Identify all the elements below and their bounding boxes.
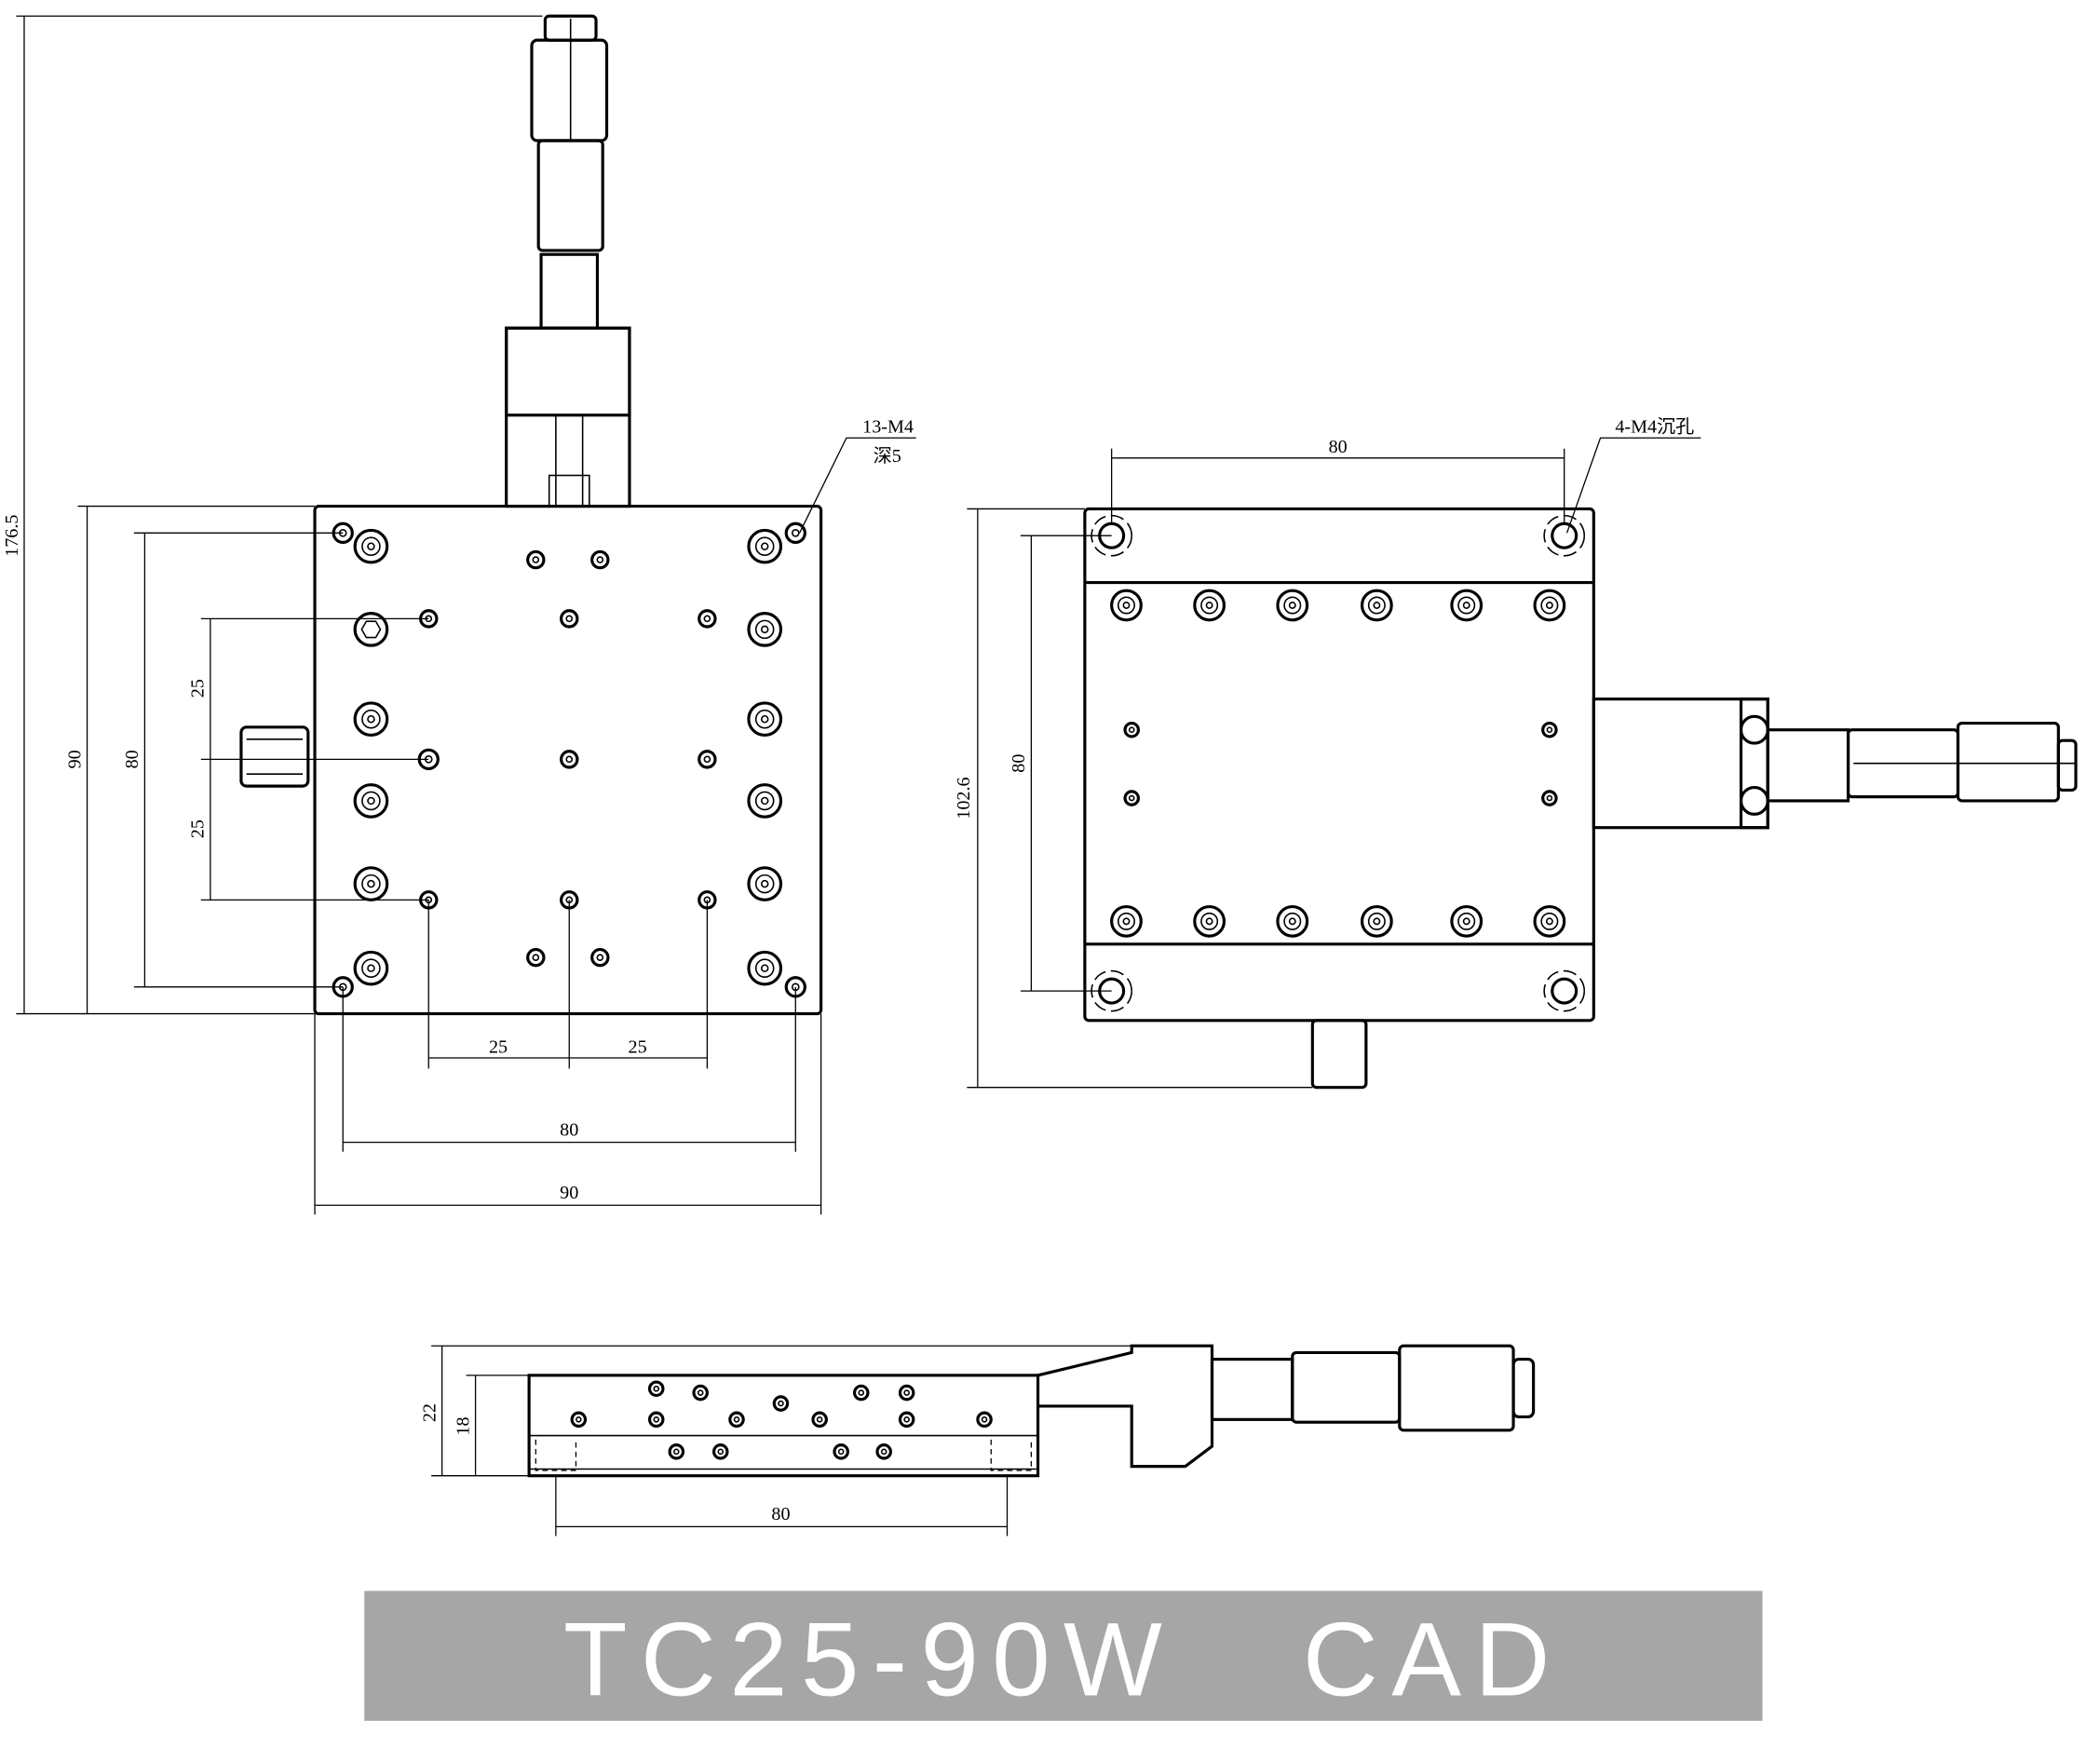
m4-tapped-hole [668, 1443, 685, 1460]
mounting-hole [1276, 904, 1309, 938]
stage-plate [313, 504, 823, 1016]
front-view: 22 18 80 [419, 1344, 1536, 1537]
mounting-hole [1450, 589, 1484, 622]
dim-80-vertical: 80 [122, 750, 142, 768]
m4-tapped-hole [698, 750, 717, 769]
m4-tapped-hole [692, 1384, 709, 1402]
m4-tapped-hole [526, 549, 546, 570]
side-view: 80 102.6 80 4-M4沉孔 [954, 415, 2078, 1090]
title-bar [364, 1591, 1763, 1721]
dim-22: 22 [419, 1403, 440, 1422]
m4-hole [417, 748, 440, 771]
mounting-hole [353, 866, 389, 901]
title-text: TC25-90W CAD [563, 1601, 1564, 1718]
m4-tapped-hole [590, 549, 610, 570]
dim-102-6: 102.6 [954, 777, 974, 819]
dim-25-left: 25 [489, 1036, 508, 1057]
mounting-hole [747, 866, 783, 901]
m4-tapped-hole [1123, 790, 1140, 806]
m4-tapped-hole [772, 1395, 790, 1412]
mounting-hole [353, 701, 389, 738]
mounting-hole [747, 612, 783, 647]
m4-tapped-hole [698, 609, 717, 629]
m4-hole [332, 976, 354, 998]
counterbore-hole [1091, 969, 1133, 1012]
m4-tapped-hole [1541, 790, 1558, 806]
m4-tapped-hole [811, 1411, 828, 1429]
mounting-hole [1360, 589, 1393, 622]
dim-80-vertical-side: 80 [1009, 754, 1029, 773]
m4-tapped-hole [590, 947, 610, 968]
side-knob [239, 725, 310, 788]
mounting-hole [747, 950, 783, 986]
micrometer-top [505, 14, 631, 508]
hole-note: 13-M4 [862, 416, 914, 437]
mounting-hole [1450, 904, 1484, 938]
m4-hole [784, 522, 806, 544]
m4-tapped-hole [419, 890, 439, 910]
bottom-knob [1310, 1019, 1368, 1090]
counterbore-hole [1091, 514, 1133, 557]
micrometer-side [1592, 698, 2078, 830]
mounting-hole [353, 950, 389, 986]
hex-socket-hole [353, 612, 389, 647]
dim-80-horizontal: 80 [560, 1119, 578, 1140]
depth-note: 深5 [874, 445, 901, 467]
dim-90-horizontal: 90 [560, 1183, 578, 1203]
m4-tapped-hole [852, 1384, 870, 1402]
mounting-hole [353, 783, 389, 819]
mounting-hole [1193, 904, 1226, 938]
dim-80-top: 80 [1329, 437, 1348, 457]
m4-tapped-hole [647, 1380, 665, 1398]
front-body [527, 1374, 1040, 1478]
m4-tapped-hole [560, 890, 579, 910]
dim-18: 18 [453, 1416, 473, 1435]
counterbore-hole [1543, 969, 1586, 1012]
mounting-hole [1533, 589, 1566, 622]
counterbore-note: 4-M4沉孔 [1615, 415, 1694, 437]
dim-90-vertical: 90 [64, 750, 85, 768]
m4-tapped-hole [560, 750, 579, 769]
m4-tapped-hole [711, 1443, 729, 1460]
mounting-hole [747, 701, 783, 738]
m4-tapped-hole [570, 1411, 588, 1429]
screw-head [1739, 785, 1769, 816]
dim-25-right: 25 [629, 1036, 647, 1057]
counterbore-hole [1543, 514, 1586, 557]
dim-176-5: 176.5 [2, 515, 22, 557]
top-view: 176.5 90 80 25 25 25 25 80 90 13-M4 深5 [2, 14, 916, 1215]
m4-tapped-hole [728, 1411, 745, 1429]
m4-tapped-hole [898, 1384, 915, 1402]
m4-tapped-hole [898, 1411, 915, 1429]
holes [332, 514, 1769, 1460]
dim-80-front: 80 [771, 1504, 790, 1524]
m4-tapped-hole [833, 1443, 849, 1460]
mounting-hole [747, 528, 783, 564]
mounting-hole [353, 528, 389, 564]
mounting-hole [1533, 904, 1566, 938]
m4-tapped-hole [419, 609, 439, 629]
front-view-dimensions [431, 1345, 1132, 1537]
mounting-hole [1110, 904, 1143, 938]
mounting-hole [1110, 589, 1143, 622]
m4-tapped-hole [698, 890, 717, 910]
m4-tapped-hole [526, 947, 546, 968]
m4-tapped-hole [976, 1411, 993, 1429]
screw-head [1739, 714, 1769, 745]
m4-tapped-hole [560, 609, 579, 629]
mounting-hole [1276, 589, 1309, 622]
m4-tapped-hole [875, 1443, 892, 1460]
m4-hole [332, 522, 354, 544]
mounting-hole [747, 783, 783, 819]
top-view-dimensions [16, 15, 822, 1215]
m4-hole [784, 976, 806, 998]
m4-tapped-hole [1541, 721, 1558, 738]
m4-tapped-hole [1123, 721, 1140, 738]
m4-tapped-hole [647, 1411, 665, 1429]
mounting-hole [1360, 904, 1393, 938]
dim-25-lower: 25 [188, 820, 209, 838]
side-view-dimensions [967, 448, 1565, 1089]
mounting-hole [1193, 589, 1226, 622]
dim-25-upper: 25 [188, 679, 209, 698]
